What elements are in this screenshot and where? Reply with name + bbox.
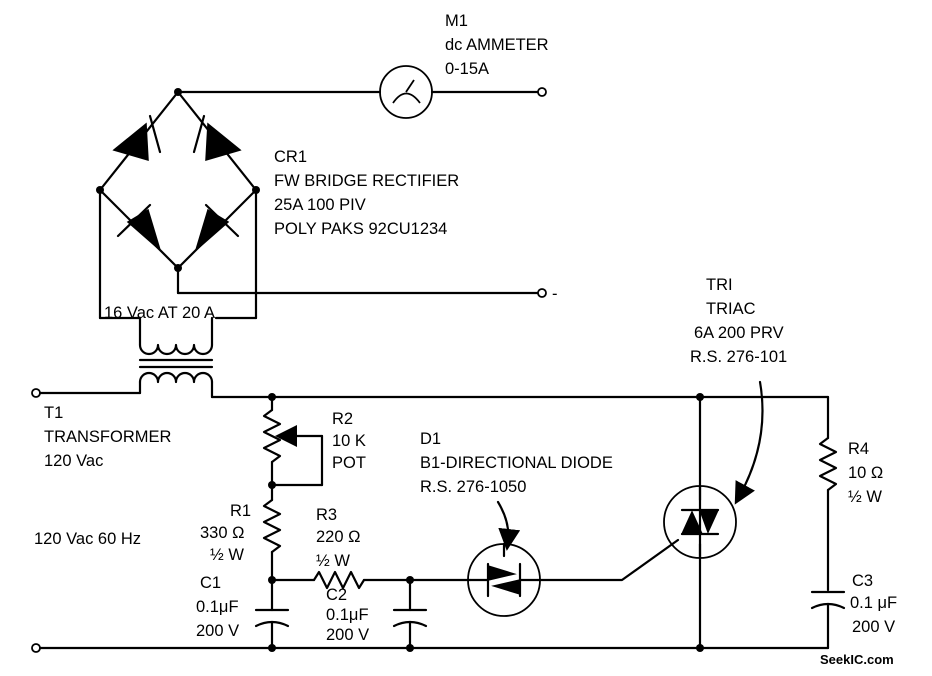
- r3-resistor: [270, 570, 472, 590]
- transformer-primary: 120 Vac: [44, 452, 103, 470]
- meter-range: 0-15A: [445, 60, 489, 78]
- rectifier-ref: CR1: [274, 148, 307, 166]
- r4-resistor: [818, 395, 838, 592]
- diode-lower-right: [194, 203, 240, 253]
- r1-value: 330 Ω: [200, 524, 244, 542]
- c2-value: 0.1μF: [326, 606, 369, 624]
- c3-capacitor: [810, 590, 846, 650]
- ac-input-terminal-bottom[interactable]: [31, 643, 41, 653]
- c2-capacitor: [392, 578, 428, 650]
- diode-lower-left: [116, 203, 162, 253]
- negative-terminal[interactable]: [537, 288, 547, 298]
- bridge-rectifier: [96, 88, 260, 272]
- c2-voltage: 200 V: [326, 626, 369, 644]
- d1-part: R.S. 276-1050: [420, 478, 526, 496]
- output-minus-label: -: [552, 285, 558, 303]
- rectifier-rating: 25A 100 PIV: [274, 196, 366, 214]
- r1-ref: R1: [230, 502, 251, 520]
- positive-terminal[interactable]: [537, 87, 547, 97]
- r1-power: ½ W: [210, 546, 244, 564]
- r2-potentiometer: [262, 395, 324, 489]
- c2-ref: C2: [326, 586, 347, 604]
- c1-capacitor: [254, 578, 290, 650]
- triac-type: TRIAC: [706, 300, 756, 318]
- meter-type: dc AMMETER: [445, 36, 549, 54]
- r1-resistor: [262, 483, 282, 584]
- triac-rating: 6A 200 PRV: [694, 324, 784, 342]
- d1-diac: [467, 500, 541, 617]
- meter-ref: M1: [445, 12, 468, 30]
- diode-upper-right: [192, 114, 242, 162]
- rectifier-part: POLY PAKS 92CU1234: [274, 220, 447, 238]
- c3-ref: C3: [852, 572, 873, 590]
- transformer-type: TRANSFORMER: [44, 428, 172, 446]
- r2-ref: R2: [332, 410, 353, 428]
- d1-ref: D1: [420, 430, 441, 448]
- ammeter-symbol: [379, 65, 433, 119]
- c1-ref: C1: [200, 574, 221, 592]
- r3-ref: R3: [316, 506, 337, 524]
- r4-ref: R4: [848, 440, 869, 458]
- triac-ref: TRI: [706, 276, 733, 294]
- r3-value: 220 Ω: [316, 528, 360, 546]
- c3-value: 0.1 μF: [850, 594, 897, 612]
- triac-symbol: [663, 380, 764, 650]
- r4-power: ½ W: [848, 488, 882, 506]
- c1-voltage: 200 V: [196, 622, 239, 640]
- r2-value: 10 K: [332, 432, 366, 450]
- transformer-ref: T1: [44, 404, 63, 422]
- diode-upper-left: [112, 114, 162, 162]
- d1-type: B1-DIRECTIONAL DIODE: [420, 454, 613, 472]
- r3-power: ½ W: [316, 552, 350, 570]
- supply-label: 120 Vac 60 Hz: [34, 530, 141, 548]
- c1-value: 0.1μF: [196, 598, 239, 616]
- transformer-symbol: [138, 316, 214, 384]
- r4-value: 10 Ω: [848, 464, 883, 482]
- transformer-secondary-label: 16 Vac AT 20 A: [104, 304, 215, 322]
- c3-voltage: 200 V: [852, 618, 895, 636]
- triac-part: R.S. 276-101: [690, 348, 787, 366]
- watermark: SeekIC.com: [820, 652, 894, 667]
- ac-input-terminal-top[interactable]: [31, 388, 41, 398]
- r2-type: POT: [332, 454, 366, 472]
- rectifier-type: FW BRIDGE RECTIFIER: [274, 172, 459, 190]
